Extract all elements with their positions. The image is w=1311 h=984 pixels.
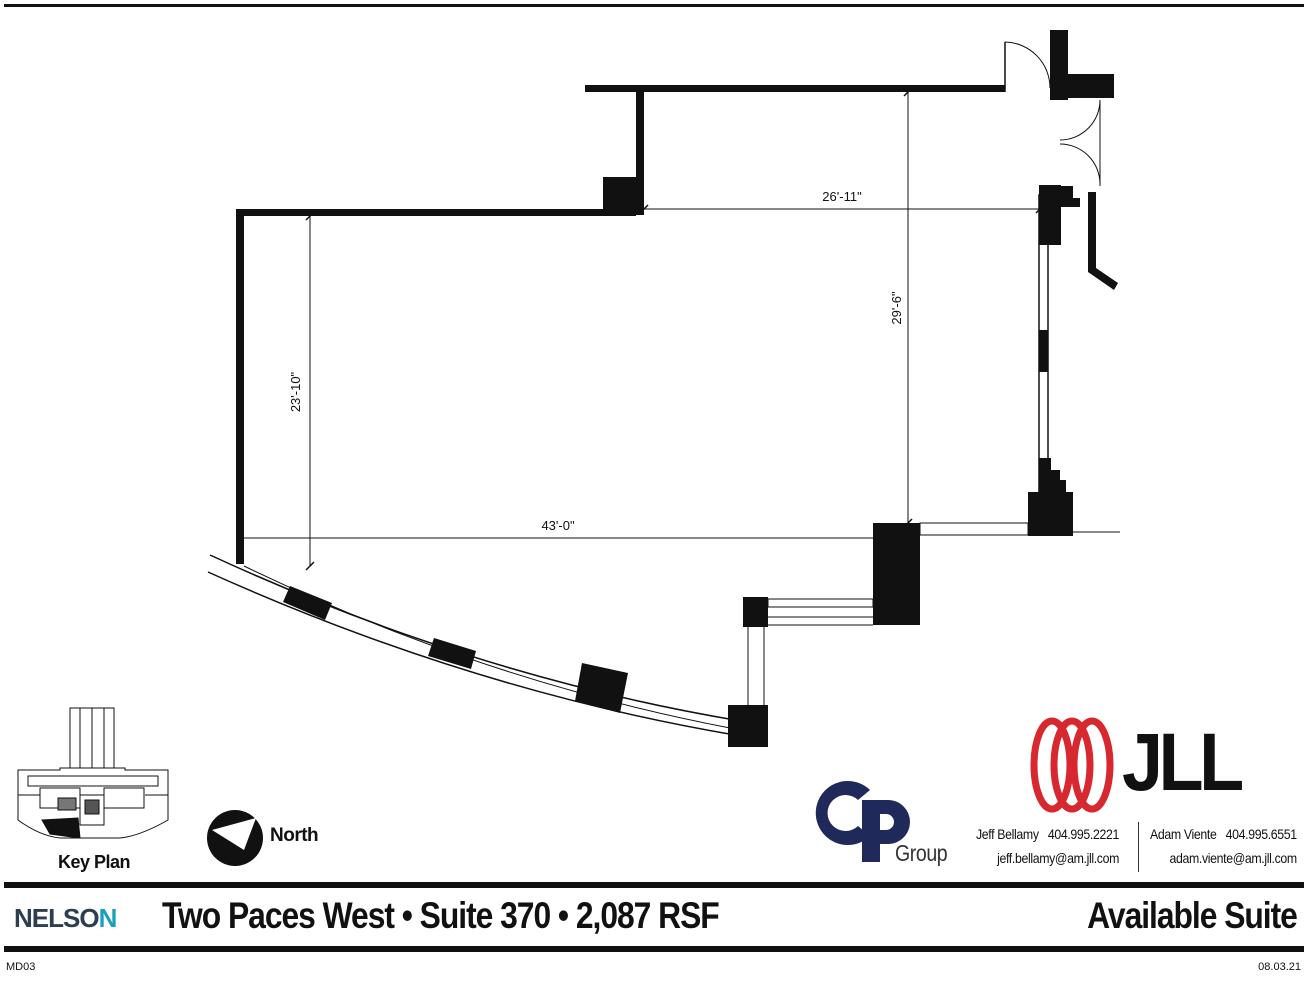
footer-top-rule: [4, 882, 1304, 888]
jll-logo-text: JLL: [1122, 717, 1244, 808]
dimension-lines: [244, 87, 1045, 571]
cp-group-logo-text: Group: [895, 840, 948, 866]
key-plan-drawing: [17, 707, 169, 839]
north-label: North: [270, 825, 319, 846]
dim-bottom-width: 43'-0": [541, 518, 575, 533]
door-swings: [1004, 41, 1101, 186]
sheet-date: 08.03.21: [1258, 961, 1301, 973]
footer-bottom-rule: [4, 946, 1304, 952]
contact-name-phone: Adam Viente 404.995.6551: [1150, 826, 1297, 842]
dim-left-height: 23'-10": [288, 371, 303, 412]
north-compass: [207, 810, 263, 866]
dim-right-height: 29'-6": [889, 291, 904, 325]
contact-name-phone: Jeff Bellamy 404.995.2221: [976, 826, 1120, 842]
nelson-logo-main: NELSO: [14, 903, 100, 933]
walls: [207, 30, 1120, 747]
top-rule: [4, 4, 1304, 7]
property-title: Two Paces West • Suite 370 • 2,087 RSF: [162, 895, 720, 936]
nelson-logo-accent: N: [98, 903, 118, 933]
contact-adam-viente: Adam Viente 404.995.6551 adam.viente@am.…: [1150, 822, 1297, 870]
contact-jeff-bellamy: Jeff Bellamy 404.995.2221 jeff.bellamy@a…: [976, 822, 1119, 870]
jll-logo-mark: [1030, 717, 1114, 813]
nelson-logo: NELSON: [14, 903, 118, 934]
dim-top-width: 26'-11": [822, 189, 862, 204]
contact-divider: [1138, 822, 1139, 872]
cp-group-logo-mark: [815, 781, 910, 862]
sheet-code: MD03: [6, 961, 36, 973]
suite-status: Available Suite: [1087, 895, 1298, 936]
contact-email[interactable]: adam.viente@am.jll.com: [1169, 850, 1297, 866]
contact-email[interactable]: jeff.bellamy@am.jll.com: [997, 850, 1120, 866]
key-plan-label: Key Plan: [58, 852, 131, 872]
